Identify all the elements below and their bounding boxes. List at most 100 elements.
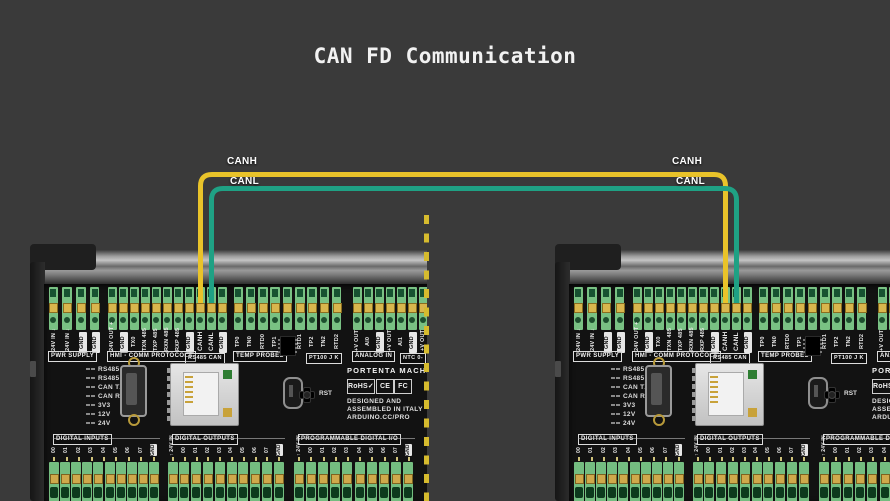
- eth-contact: [710, 386, 718, 388]
- terminal: [665, 287, 676, 330]
- terminal-group-top: [573, 287, 629, 330]
- terminal-contact: [60, 474, 70, 484]
- pin-label: 00: [50, 447, 57, 453]
- pin-label: RTD1: [296, 333, 303, 350]
- terminal-hole: [634, 289, 641, 297]
- pin-label: 00: [706, 447, 713, 453]
- pin-label: 02: [600, 447, 607, 453]
- terminal-hole: [208, 289, 215, 297]
- eth-pin-fin: [692, 376, 696, 381]
- terminal-screw: [175, 317, 182, 323]
- terminal-contact: [163, 303, 173, 313]
- ic-pin: [278, 343, 280, 345]
- terminal-contact: [615, 303, 625, 313]
- terminal-screw: [186, 317, 193, 323]
- pin-led: [720, 457, 723, 461]
- pin-led: [744, 457, 747, 461]
- terminal-contact: [63, 303, 73, 313]
- origin-line: ASSEMBLED IN ITALY: [347, 406, 423, 413]
- pin-led: [346, 457, 349, 461]
- status-led-label: CAN TX: [98, 384, 124, 391]
- terminal: [607, 462, 618, 501]
- pin-label: 03: [88, 447, 95, 453]
- pin-label: ↑ 24V IN: [694, 435, 701, 456]
- pin-led: [90, 457, 93, 461]
- terminal-hole: [365, 289, 372, 297]
- terminal-group-bottom: [818, 462, 890, 501]
- terminal: [674, 462, 685, 501]
- reset-cap: [303, 391, 311, 399]
- terminal: [62, 287, 73, 330]
- terminal: [687, 287, 698, 330]
- terminal: [184, 287, 195, 330]
- terminal-contact: [743, 303, 753, 313]
- terminal-hole: [139, 487, 148, 498]
- terminal-hole: [272, 289, 279, 297]
- terminal-contact: [271, 303, 281, 313]
- terminal-group-bottom: [293, 462, 415, 501]
- section-label: TEMP PROBES: [758, 351, 812, 362]
- terminal-contact: [705, 474, 715, 484]
- led-dot: [611, 422, 615, 424]
- terminal-contact: [771, 303, 781, 313]
- ic-pin: [820, 351, 822, 353]
- terminal-screw: [711, 317, 718, 323]
- terminal: [855, 462, 866, 501]
- terminal-hole: [131, 289, 138, 297]
- pin-label: 02: [857, 447, 864, 453]
- terminal: [751, 462, 762, 501]
- pin-led: [696, 457, 699, 461]
- eth-pin-fin: [167, 408, 171, 413]
- eth-pin-fin: [692, 408, 696, 413]
- section-label: DIGITAL INPUTS: [578, 434, 637, 445]
- terminal-screw: [645, 317, 652, 323]
- terminal-screw: [616, 317, 623, 323]
- terminal-screw: [797, 317, 804, 323]
- terminal-contact: [878, 303, 888, 313]
- terminal: [391, 462, 402, 501]
- terminal: [798, 462, 809, 501]
- terminal-contact: [258, 303, 268, 313]
- eth-contact: [710, 396, 718, 398]
- origin-line: DESIGNED AND: [872, 398, 890, 405]
- terminal: [758, 287, 769, 330]
- terminal-hole: [247, 289, 254, 297]
- terminal-hole: [294, 487, 303, 498]
- eth-contact: [185, 381, 193, 383]
- section-rule: [53, 438, 160, 439]
- terminal-screw: [272, 317, 279, 323]
- terminal-hole: [153, 289, 160, 297]
- reset-cap: [828, 391, 836, 399]
- pin-label: TP0: [235, 336, 242, 347]
- status-led-label: RS485 RX: [98, 375, 132, 382]
- terminal: [374, 287, 385, 330]
- terminal-contact: [740, 474, 750, 484]
- terminal-hole: [306, 487, 315, 498]
- terminal-screw: [208, 317, 215, 323]
- terminal-contact: [652, 474, 662, 484]
- terminal: [342, 462, 353, 501]
- terminal-contact: [283, 303, 293, 313]
- terminal-screw: [50, 317, 57, 323]
- terminal-contact: [150, 474, 160, 484]
- terminal: [407, 287, 418, 330]
- terminal-contact: [139, 474, 149, 484]
- terminal-hole: [784, 289, 791, 297]
- terminal: [191, 462, 202, 501]
- terminal: [118, 287, 129, 330]
- terminal: [107, 287, 118, 330]
- cert-badge: FC: [394, 379, 412, 394]
- pin-label: RTD2: [333, 333, 340, 350]
- section-label: DIGITAL OUTPUTS: [697, 434, 763, 445]
- usb-port: [120, 365, 147, 417]
- section-rule: [578, 438, 685, 439]
- section-rule: [823, 438, 890, 439]
- terminal: [48, 462, 59, 501]
- terminal-contact: [717, 474, 727, 484]
- terminal: [126, 462, 137, 501]
- pin-led: [603, 457, 606, 461]
- terminal-screw: [365, 317, 372, 323]
- terminal-screw: [667, 317, 674, 323]
- terminal-screw: [678, 317, 685, 323]
